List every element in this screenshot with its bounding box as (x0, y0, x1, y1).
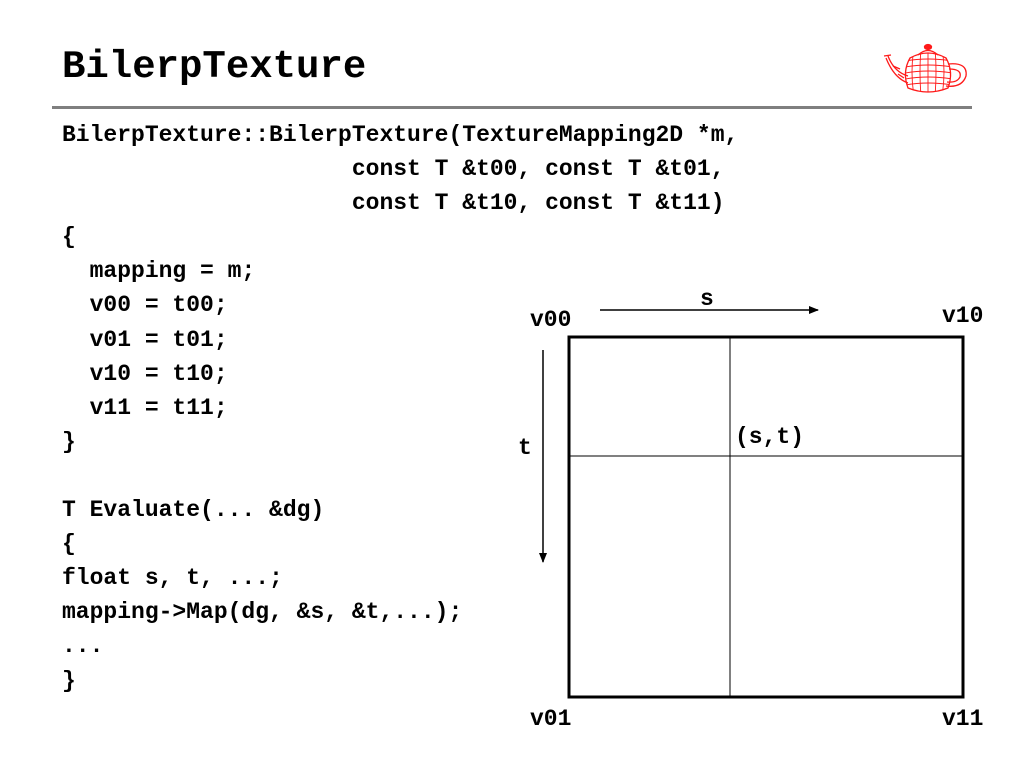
code-line: T Evaluate(... &dg) (62, 497, 325, 524)
code-line: mapping->Map(dg, &s, &t,...); (62, 599, 463, 626)
code-line: ... (62, 633, 104, 660)
corner-label-v01: v01 (530, 706, 572, 732)
code-line: v11 = t11; (62, 394, 228, 421)
slide-title: BilerpTexture (62, 45, 367, 89)
code-listing: BilerpTexture::BilerpTexture(TextureMapp… (62, 118, 738, 698)
code-line: } (62, 667, 76, 694)
code-line: const T &t00, const T &t01, (62, 156, 725, 183)
code-line: { (62, 224, 76, 251)
point-label-st: (s,t) (735, 424, 805, 450)
teapot-icon (882, 36, 974, 106)
axis-label-s: s (700, 286, 714, 312)
code-line: } (62, 428, 76, 455)
bilerp-diagram: v00 v10 v01 v11 s t (s,t) (500, 270, 1010, 740)
title-divider (52, 106, 972, 109)
axis-label-t: t (518, 435, 532, 461)
texture-square (567, 335, 965, 699)
code-line: v00 = t00; (62, 292, 228, 319)
corner-label-v10: v10 (942, 303, 984, 329)
bilerp-diagram-graphic (539, 306, 965, 699)
corner-label-v00: v00 (530, 307, 572, 333)
code-line: BilerpTexture::BilerpTexture(TextureMapp… (62, 122, 739, 148)
code-line: const T &t10, const T &t11) (62, 190, 725, 217)
code-line: { (62, 531, 76, 558)
code-line: mapping = m; (62, 258, 256, 285)
code-line: v01 = t01; (62, 326, 228, 353)
corner-label-v11: v11 (942, 706, 984, 732)
code-line: v10 = t10; (62, 360, 228, 387)
code-line: float s, t, ...; (62, 565, 283, 592)
